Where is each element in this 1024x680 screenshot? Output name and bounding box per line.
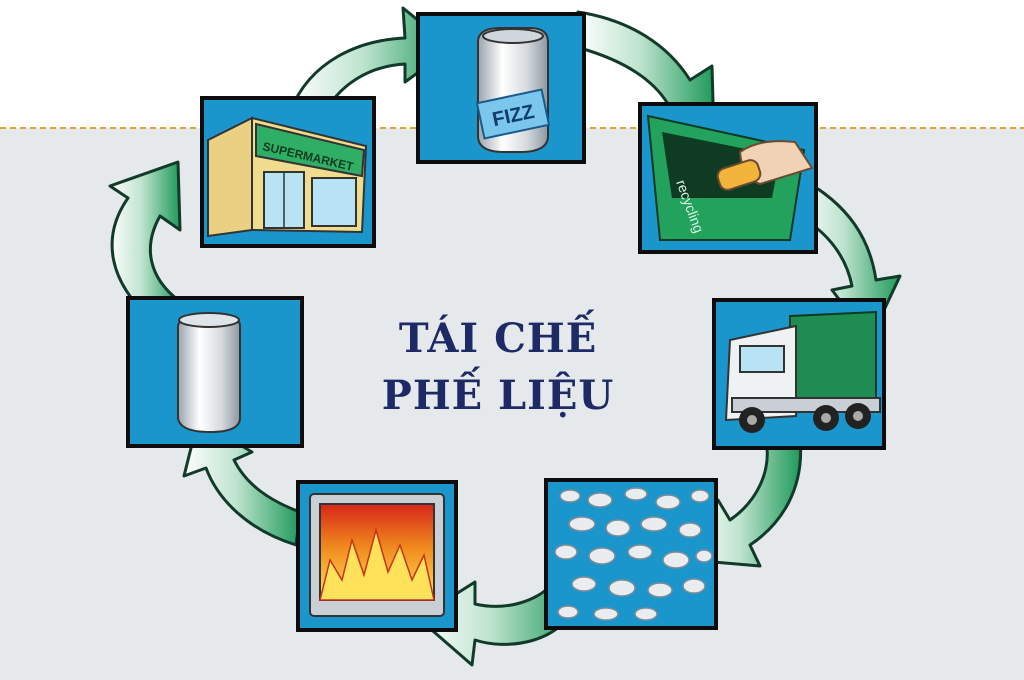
step-new-can <box>126 296 304 448</box>
supermarket-icon: SUPERMARKET <box>207 116 368 238</box>
step-tiles: FIZZ recycling <box>126 12 886 632</box>
step-furnace <box>296 480 458 632</box>
step-crushed-scrap <box>544 478 718 630</box>
arrow-icon <box>108 160 182 320</box>
diagram-title-line-1: TÁI CHẾ <box>398 315 598 362</box>
soda-can-icon: FIZZ <box>475 27 551 153</box>
diagram-title-line-2: PHẾ LIỆU <box>381 372 615 419</box>
furnace-icon <box>309 493 445 617</box>
step-garbage-truck <box>712 298 886 450</box>
crushed-scrap-icon <box>554 487 713 621</box>
garbage-truck-icon <box>724 310 881 433</box>
recycling-bin-icon: recycling <box>646 114 814 241</box>
step-supermarket: SUPERMARKET <box>200 96 376 248</box>
step-recycling-bin: recycling <box>638 102 818 254</box>
step-soda-can: FIZZ <box>416 12 586 164</box>
new-can-icon <box>177 312 241 434</box>
